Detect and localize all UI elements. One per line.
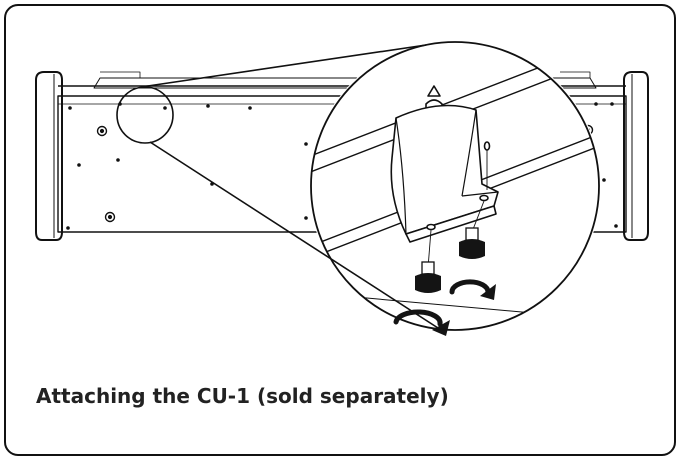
thumb-screw-right	[459, 227, 485, 259]
thumb-screw-left	[415, 261, 441, 293]
clockwise-arrow-icon	[449, 279, 491, 295]
zoom-bubble-outline	[310, 41, 600, 331]
cu1-bracket	[390, 85, 499, 243]
diagram-caption: Attaching the CU-1 (sold separately)	[36, 384, 449, 408]
callout-leader	[116, 44, 439, 329]
zoom-detail	[311, 42, 599, 321]
